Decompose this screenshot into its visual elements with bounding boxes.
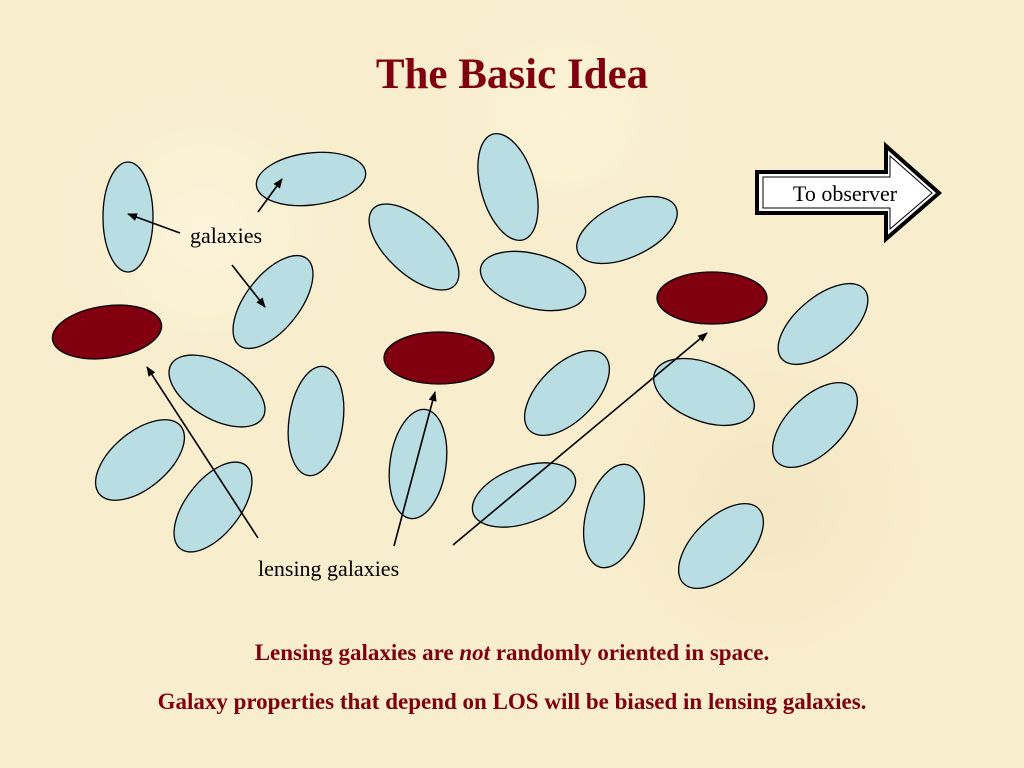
galaxy [94, 419, 186, 501]
caption-line-1-part1: Lensing galaxies are [254, 640, 460, 665]
galaxy [479, 250, 587, 312]
galaxy [232, 254, 314, 350]
galaxy [102, 161, 154, 273]
observer-arrow: To observer [755, 141, 943, 244]
lensing-arrow [146, 366, 259, 539]
galaxies-label: galaxies [190, 223, 262, 248]
galaxies-arrow [257, 178, 283, 213]
galaxy [287, 365, 345, 477]
background-galaxies [94, 132, 869, 590]
galaxy [777, 282, 869, 366]
lensing-galaxies [51, 271, 768, 385]
galaxy [771, 381, 859, 469]
galaxies-arrow [231, 264, 266, 308]
galaxy [477, 132, 539, 242]
galaxy [388, 408, 448, 520]
galaxy [653, 357, 755, 427]
lensing-galaxy [656, 271, 768, 325]
galaxies-annotation [127, 178, 283, 308]
galaxy [576, 195, 678, 265]
slide-title: The Basic Idea [375, 51, 649, 98]
lensing-arrow [393, 391, 437, 547]
galaxy [173, 461, 253, 553]
galaxy [168, 354, 266, 428]
galaxy [677, 502, 765, 590]
galaxy [523, 349, 611, 437]
caption-line-1-emphasis: not [459, 640, 491, 665]
lensing-galaxies-label: lensing galaxies [258, 556, 399, 581]
lensing-arrow [452, 332, 708, 546]
caption-line-2: Galaxy properties that depend on LOS wil… [157, 689, 867, 714]
galaxy [471, 462, 577, 528]
lensing-galaxy [51, 304, 163, 360]
to-observer-label: To observer [793, 181, 898, 206]
lensing-annotation [146, 332, 708, 547]
galaxy [583, 463, 645, 569]
lensing-galaxy [383, 331, 495, 385]
galaxy [255, 151, 367, 207]
galaxy [368, 203, 460, 291]
galaxies-arrow [127, 213, 181, 234]
caption-line-1: Lensing galaxies are not randomly orient… [0, 640, 1024, 666]
caption-line-1-part2: randomly oriented in space. [490, 640, 770, 665]
